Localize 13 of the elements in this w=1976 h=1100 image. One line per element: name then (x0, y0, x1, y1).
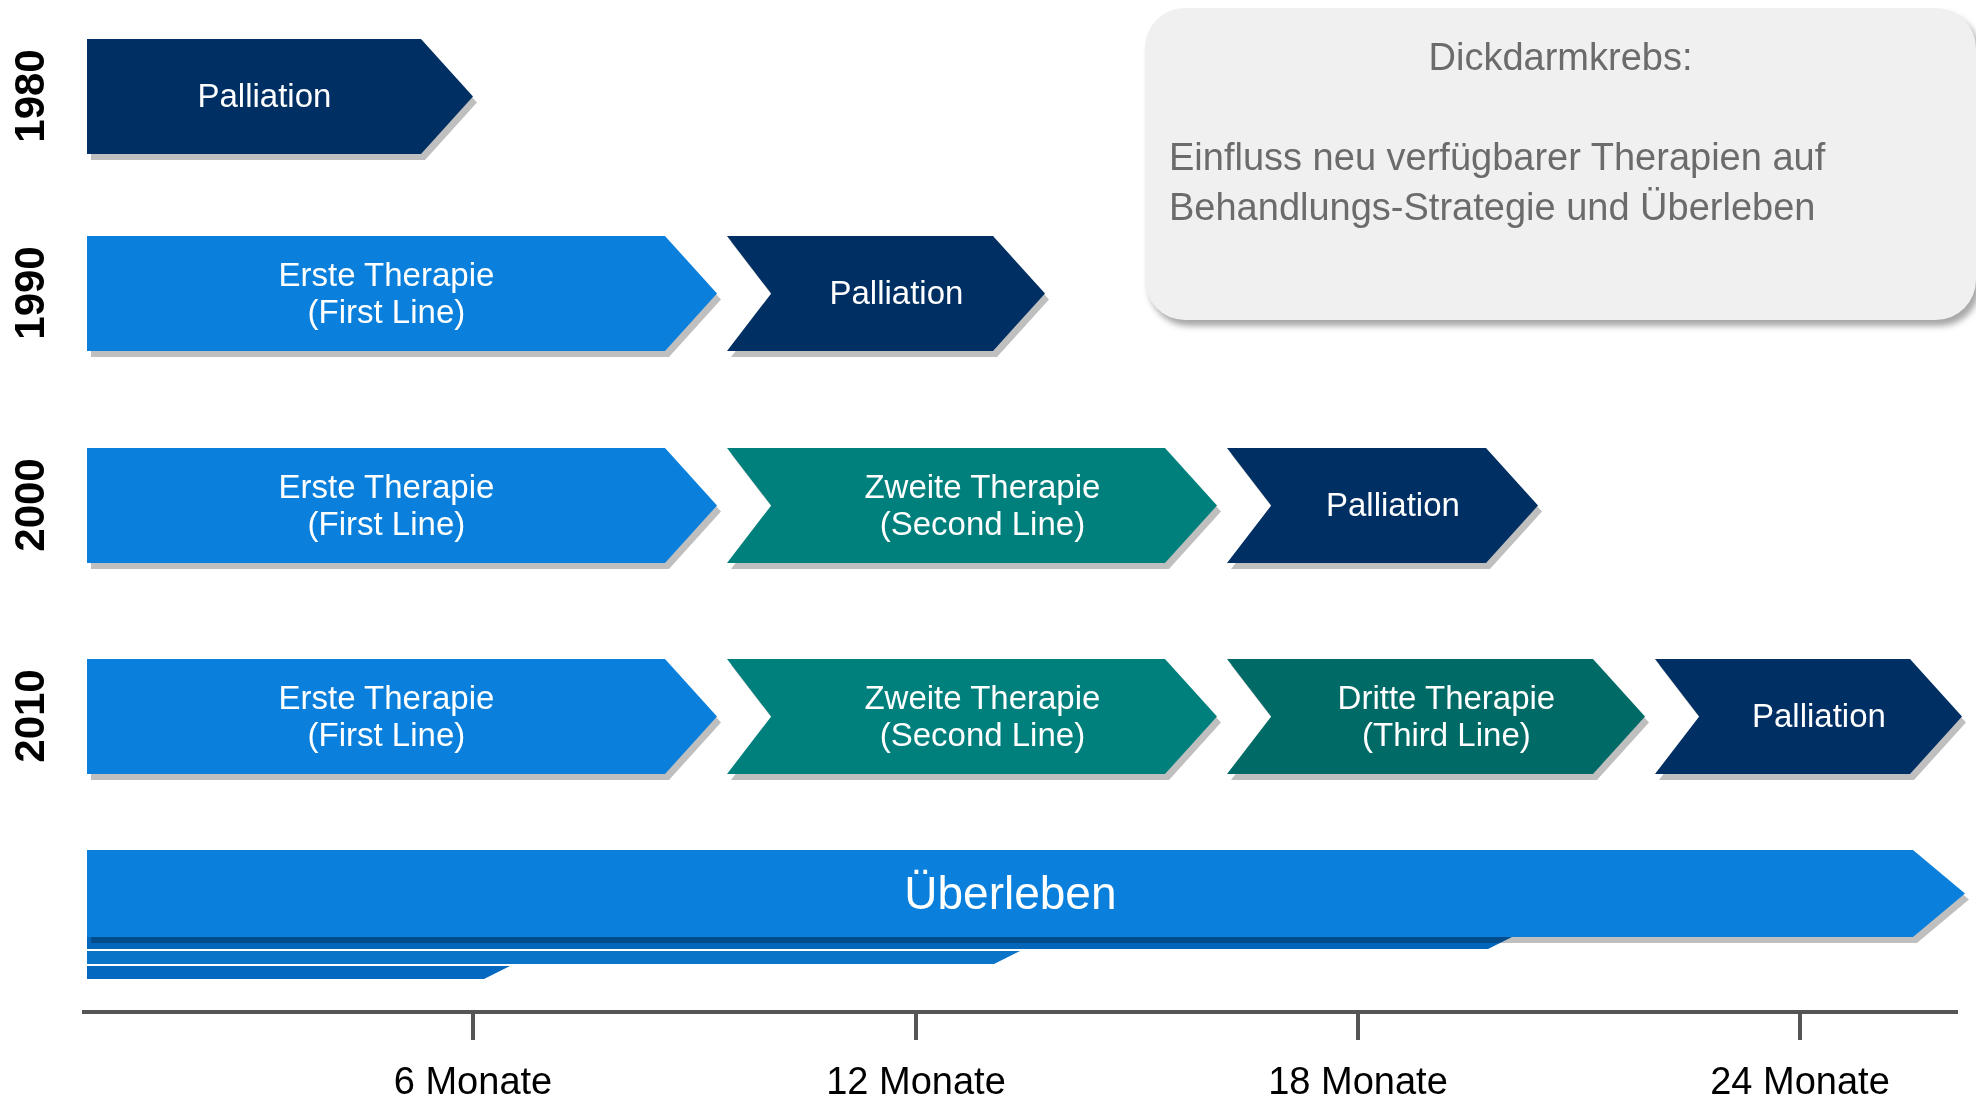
year-label: 2010 (9, 668, 51, 765)
title-card (1145, 8, 1976, 320)
year-label: 2000 (9, 457, 51, 554)
year-label: 1990 (9, 245, 51, 342)
year-label: 1980 (9, 48, 51, 145)
title-text: Einfluss neu verfügbarer Therapien auf Behandlungs-Strategie und Überleben (1169, 135, 1827, 230)
tick-label: 18 Monate (1267, 1062, 1449, 1100)
tick-label: 24 Monate (1709, 1062, 1891, 1100)
title-heading: Dickdarmkrebs: (1428, 35, 1693, 80)
tick-label: 12 Monate (825, 1062, 1007, 1100)
survival-bar (87, 966, 510, 979)
tick-label: 6 Monate (392, 1062, 554, 1100)
survival-bar (87, 951, 1020, 964)
